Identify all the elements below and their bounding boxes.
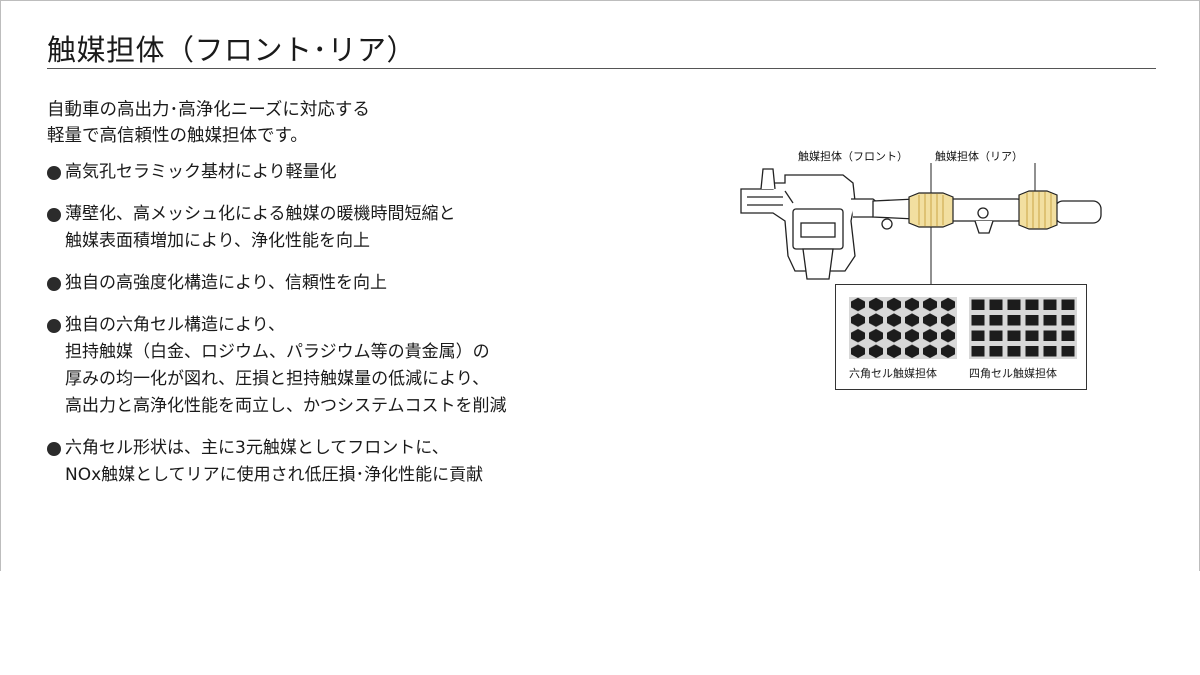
bullet-dot-icon <box>47 208 61 222</box>
hex-cell-caption: 六角セル触媒担体 <box>849 367 937 380</box>
feature-line: 触媒表面積増加により、浄化性能を向上 <box>65 231 370 251</box>
feature-item: 高気孔セラミック基材により軽量化 <box>47 159 507 186</box>
bottom-blank-area <box>0 571 1200 675</box>
cell-structure-detail: 六角セル触媒担体 四角セル触媒担体 <box>835 284 1087 390</box>
intro-text: 自動車の高出力･高浄化ニーズに対応する 軽量で高信頼性の触媒担体です。 <box>47 97 370 149</box>
intro-line: 自動車の高出力･高浄化ニーズに対応する <box>47 100 370 120</box>
square-cell-image <box>969 297 1077 359</box>
feature-line: 六角セル形状は、主に3元触媒としてフロントに、 <box>65 438 449 458</box>
title-divider <box>47 68 1156 69</box>
bullet-dot-icon <box>47 319 61 333</box>
page-title: 触媒担体（フロント･リア） <box>47 33 417 67</box>
slide: 触媒担体（フロント･リア） 自動車の高出力･高浄化ニーズに対応する 軽量で高信頼… <box>0 0 1200 572</box>
exhaust-pipe-drawing <box>872 198 1102 234</box>
feature-list: 高気孔セラミック基材により軽量化 薄壁化、高メッシュ化による触媒の暖機時間短縮と… <box>47 159 507 504</box>
feature-line: 独自の高強度化構造により、信頼性を向上 <box>65 273 387 293</box>
rear-catalyst-drawing <box>1018 190 1058 230</box>
rear-catalyst-label: 触媒担体（リア） <box>935 150 1023 163</box>
feature-line: 高気孔セラミック基材により軽量化 <box>65 162 337 182</box>
feature-item: 六角セル形状は、主に3元触媒としてフロントに、 NOx触媒としてリアに使用され低… <box>47 435 507 489</box>
engine-block-drawing <box>740 168 884 280</box>
feature-item: 薄壁化、高メッシュ化による触媒の暖機時間短縮と 触媒表面積増加により、浄化性能を… <box>47 201 507 255</box>
feature-item: 独自の高強度化構造により、信頼性を向上 <box>47 270 507 297</box>
hexagonal-cell-image <box>849 297 957 359</box>
square-cell-caption: 四角セル触媒担体 <box>969 367 1057 380</box>
feature-line: 担持触媒（白金、ロジウム、パラジウム等の貴金属）の <box>65 342 490 362</box>
bullet-dot-icon <box>47 166 61 180</box>
feature-line: 薄壁化、高メッシュ化による触媒の暖機時間短縮と <box>65 204 456 224</box>
feature-line: 独自の六角セル構造により、 <box>65 315 285 335</box>
front-catalyst-drawing <box>908 192 954 228</box>
exhaust-system-illustration <box>740 163 1102 285</box>
front-catalyst-label: 触媒担体（フロント） <box>798 150 908 163</box>
bullet-dot-icon <box>47 442 61 456</box>
intro-line: 軽量で高信頼性の触媒担体です。 <box>47 126 308 146</box>
feature-line: 厚みの均一化が図れ、圧損と担持触媒量の低減により、 <box>65 369 490 389</box>
feature-item: 独自の六角セル構造により、 担持触媒（白金、ロジウム、パラジウム等の貴金属）の … <box>47 312 507 420</box>
feature-line: NOx触媒としてリアに使用され低圧損･浄化性能に貢献 <box>65 465 484 485</box>
feature-line: 高出力と高浄化性能を両立し、かつシステムコストを削減 <box>65 396 507 416</box>
bullet-dot-icon <box>47 277 61 291</box>
